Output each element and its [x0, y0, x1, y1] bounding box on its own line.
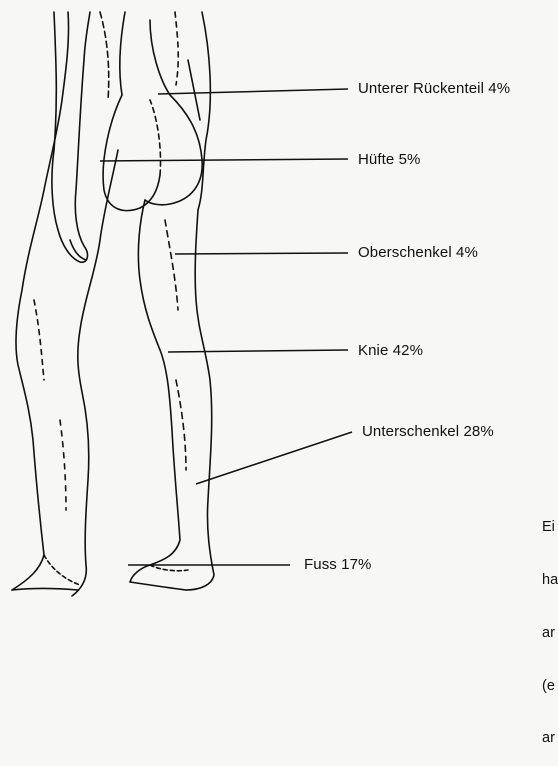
- leader-lines: [100, 89, 352, 565]
- cropped-side-note: Ei ha ar (e ar: [542, 484, 558, 766]
- human-legs-illustration: [12, 12, 214, 596]
- leader-line-knee: [168, 350, 348, 352]
- side-note-line: Ei: [542, 519, 558, 537]
- side-note-line: ha: [542, 572, 558, 590]
- leader-line-thigh: [175, 253, 348, 254]
- leader-line-lower-back: [158, 89, 348, 94]
- label-foot: Fuss 17%: [304, 556, 372, 573]
- label-lower-back: Unterer Rückenteil 4%: [358, 80, 510, 97]
- label-hip: Hüfte 5%: [358, 151, 421, 168]
- side-note-line: ar: [542, 625, 558, 643]
- label-knee: Knie 42%: [358, 342, 423, 359]
- label-thigh: Oberschenkel 4%: [358, 244, 478, 261]
- label-lower-leg: Unterschenkel 28%: [362, 423, 494, 440]
- leader-line-hip: [100, 159, 348, 161]
- leader-line-lower-leg: [196, 432, 352, 484]
- side-note-line: (e: [542, 678, 558, 696]
- side-note-line: ar: [542, 730, 558, 748]
